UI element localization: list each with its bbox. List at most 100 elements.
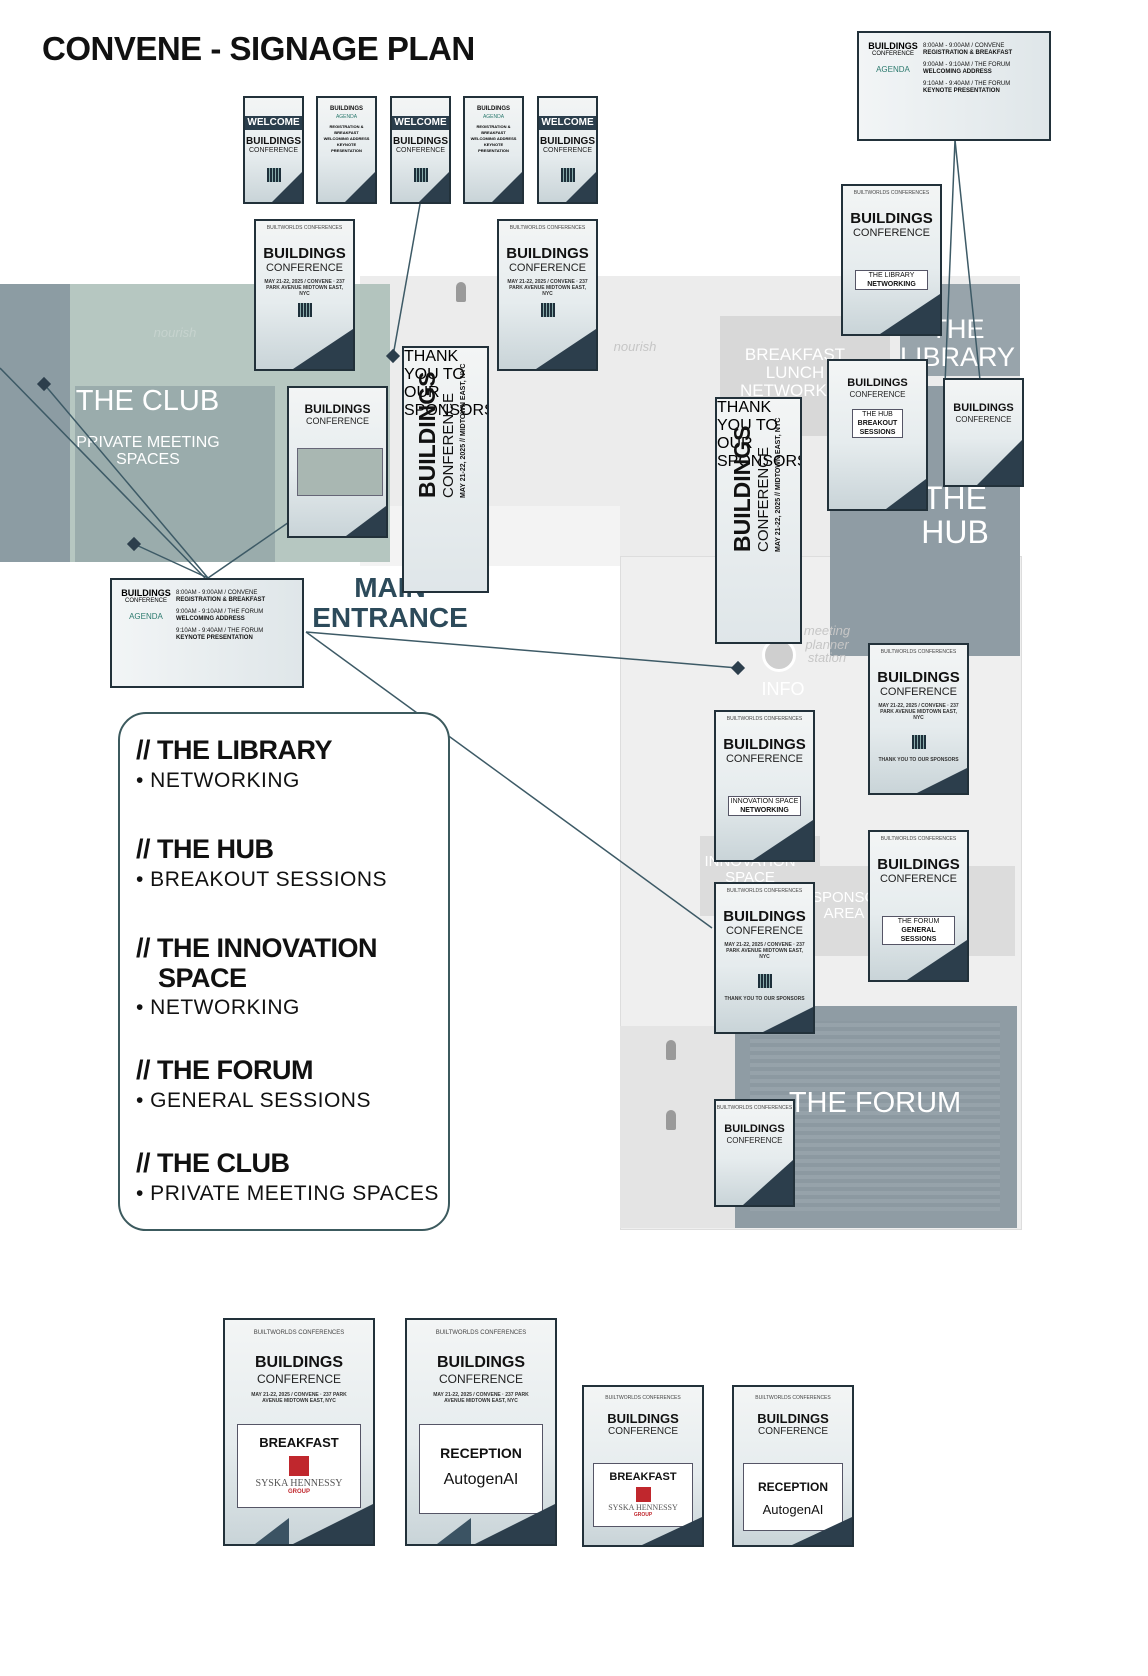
nourish-label-1: nourish xyxy=(153,325,197,340)
sponsor-box: BREAKFAST SYSKA HENNESSY GROUP xyxy=(593,1463,693,1527)
sponsor-name-sub: GROUP xyxy=(287,1489,310,1495)
info-label: INFO xyxy=(761,679,805,699)
sign-conference-text: CONFERENCE xyxy=(871,51,914,57)
sponsor-label: RECEPTION xyxy=(440,1445,522,1461)
legend-sub-innovation: • NETWORKING xyxy=(136,996,300,1019)
sign-conference-text: CONFERENCE xyxy=(265,262,343,274)
sign-date: MAY 21-22, 2025 / CONVENE · 237 PARK AVE… xyxy=(878,703,959,721)
sign-brand: BUILTWORLDS CONFERENCES xyxy=(716,1105,793,1111)
sign-brand: BUILTWORLDS CONFERENCES xyxy=(755,1395,831,1401)
sponsor-sign: BUILTWORLDS CONFERENCES BUILDINGS CONFER… xyxy=(405,1318,557,1546)
sign-agenda-text: AGENDA xyxy=(482,114,505,120)
sign-conference-text: CONFERENCE xyxy=(305,416,369,426)
sign-conference-text: CONFERENCE xyxy=(849,390,906,399)
sponsor-name-sub: GROUP xyxy=(633,1512,653,1518)
agenda-sign: BUILDINGS AGENDA REGISTRATION & BREAKFAS… xyxy=(463,96,524,204)
sign-buildings-text: BUILDINGS xyxy=(246,136,301,147)
sign-brand: BUILTWORLDS CONFERENCES xyxy=(880,836,957,842)
agenda-item-time: 9:10AM - 9:40AM / THE FORUM xyxy=(176,628,264,634)
sign-buildings-text: BUILDINGS xyxy=(847,377,908,389)
hub-room-label: THE HUB xyxy=(921,480,989,550)
conference-poster: BUILTWORLDS CONFERENCES BUILDINGS CONFER… xyxy=(868,643,969,795)
agenda-item: KEYNOTE PRESENTATION xyxy=(331,142,362,153)
sign-graphic xyxy=(792,1517,852,1545)
sign-conference-text: CONFERENCE xyxy=(124,598,167,604)
agenda-item: KEYNOTE PRESENTATION xyxy=(923,88,1000,94)
room-club-west xyxy=(0,284,70,562)
agenda-item: REGISTRATION & BREAKFAST xyxy=(923,50,1013,56)
sign-buildings-text: BUILDINGS xyxy=(393,136,448,147)
legend-sub-forum: • GENERAL SESSIONS xyxy=(136,1089,371,1112)
welcome-sign: WELCOME BUILDINGS CONFERENCE xyxy=(243,96,304,204)
sign-graphic xyxy=(880,294,940,334)
sign-date: MAY 21-22, 2025 / CONVENE · 237 PARK AVE… xyxy=(724,942,805,960)
sign-graphic xyxy=(642,1517,702,1545)
agenda-item-time: 8:00AM - 9:00AM / CONVENE xyxy=(923,43,1005,49)
welcome-band: WELCOME xyxy=(539,116,596,130)
sign-conference-text: CONFERENCE xyxy=(852,227,930,239)
room-box-purpose: GENERAL SESSIONS xyxy=(900,927,937,943)
agenda-item-time: 9:00AM - 9:10AM / THE FORUM xyxy=(923,62,1011,68)
conference-poster: BUILTWORLDS CONFERENCES BUILDINGS CONFER… xyxy=(254,219,355,371)
banner-thanks: THANK YOU TO OUR SPONSORS xyxy=(404,348,489,419)
sign-date: MAY 21-22, 2025 / CONVENE · 237 PARK AVE… xyxy=(264,279,345,297)
agenda-item: WELCOMING ADDRESS xyxy=(470,136,517,141)
legend-heading-innovation: // THE INNOVATION xyxy=(136,933,378,963)
legend-sub-library: • NETWORKING xyxy=(136,769,300,792)
vertical-banner: BUILDINGS CONFERENCE MAY 21-22, 2025 // … xyxy=(402,346,489,593)
sign-conference-text: CONFERENCE xyxy=(955,415,1012,424)
sign-buildings-text: BUILDINGS xyxy=(724,1123,785,1135)
agenda-item-time: 8:00AM - 9:00AM / CONVENE xyxy=(176,590,258,596)
sign-conference-text: CONFERENCE xyxy=(542,147,592,154)
room-box-name: THE HUB xyxy=(862,411,893,418)
sign-buildings-text: BUILDINGS xyxy=(255,1354,343,1371)
sign-conference-text: CONFERENCE xyxy=(395,147,445,154)
sign-conference-text: CONFERENCE xyxy=(757,1426,828,1437)
meeting-planner-label: meeting planner station xyxy=(803,623,851,666)
agenda-board: BUILDINGS CONFERENCE AGENDA 8:00AM - 9:0… xyxy=(110,578,304,688)
sign-graphic xyxy=(566,172,596,202)
sign-graphic xyxy=(419,172,449,202)
forum-room-label: THE FORUM xyxy=(788,1087,962,1119)
banner-conference-text: CONFERENCE xyxy=(755,446,772,552)
sponsor-label: BREAKFAST xyxy=(609,1471,677,1483)
conference-poster: BUILTWORLDS CONFERENCES BUILDINGS CONFER… xyxy=(714,882,815,1034)
agenda-list: 8:00AM - 9:00AM / CONVENE REGISTRATION &… xyxy=(176,590,296,642)
qr-code xyxy=(911,735,926,749)
mini-map-graphic xyxy=(297,448,383,496)
sign-graphic xyxy=(907,940,967,980)
sign-thanks: THANK YOU TO OUR SPONSORS xyxy=(878,757,959,763)
sign-graphic xyxy=(536,329,596,369)
sign-buildings-text: BUILDINGS xyxy=(304,402,371,416)
conference-poster: BUILTWORLDS CONFERENCES BUILDINGS CONFER… xyxy=(497,219,598,371)
sponsor-box: RECEPTION AutogenAI xyxy=(418,1424,544,1514)
library-poster: BUILTWORLDS CONFERENCES BUILDINGS CONFER… xyxy=(841,184,942,336)
sign-graphic xyxy=(345,172,375,202)
legend-heading-club: // THE CLUB xyxy=(136,1148,290,1178)
welcome-band: WELCOME xyxy=(245,116,302,130)
sign-conference-text: CONFERENCE xyxy=(725,925,803,937)
sign-buildings-text: BUILDINGS xyxy=(330,106,363,112)
room-box: THE LIBRARY NETWORKING xyxy=(854,270,929,290)
sponsor-label: BREAKFAST xyxy=(259,1435,339,1450)
sign-conference-text: CONFERENCE xyxy=(438,1372,523,1386)
forum-poster: BUILTWORLDS CONFERENCES BUILDINGS CONFER… xyxy=(868,830,969,982)
sign-date: MAY 21-22, 2025 / CONVENE · 237 PARK AVE… xyxy=(507,279,588,297)
welcome-sign: WELCOME BUILDINGS CONFERENCE xyxy=(537,96,598,204)
sign-conference-text: CONFERENCE xyxy=(725,753,803,765)
conference-poster: BUILTWORLDS CONFERENCES BUILDINGS CONFER… xyxy=(714,1099,795,1207)
sign-graphic xyxy=(743,1160,793,1205)
sign-brand: BUILTWORLDS CONFERENCES xyxy=(435,1330,527,1336)
sign-graphic xyxy=(293,329,353,369)
sponsor-sign: BUILTWORLDS CONFERENCES BUILDINGS CONFER… xyxy=(732,1385,854,1547)
welcome-sign: WELCOME BUILDINGS CONFERENCE xyxy=(390,96,451,204)
restroom-icon xyxy=(666,1040,676,1060)
nourish-label-2: nourish xyxy=(613,339,657,354)
sign-buildings-text: BUILDINGS xyxy=(506,245,589,262)
sponsor-sign: BUILTWORLDS CONFERENCES BUILDINGS CONFER… xyxy=(223,1318,375,1546)
sign-graphic xyxy=(293,1504,373,1544)
sign-brand: BUILTWORLDS CONFERENCES xyxy=(726,888,803,894)
sign-graphic xyxy=(917,768,967,793)
sign-brand: BUILTWORLDS CONFERENCES xyxy=(726,716,803,722)
sponsor-label: RECEPTION xyxy=(757,1480,828,1494)
